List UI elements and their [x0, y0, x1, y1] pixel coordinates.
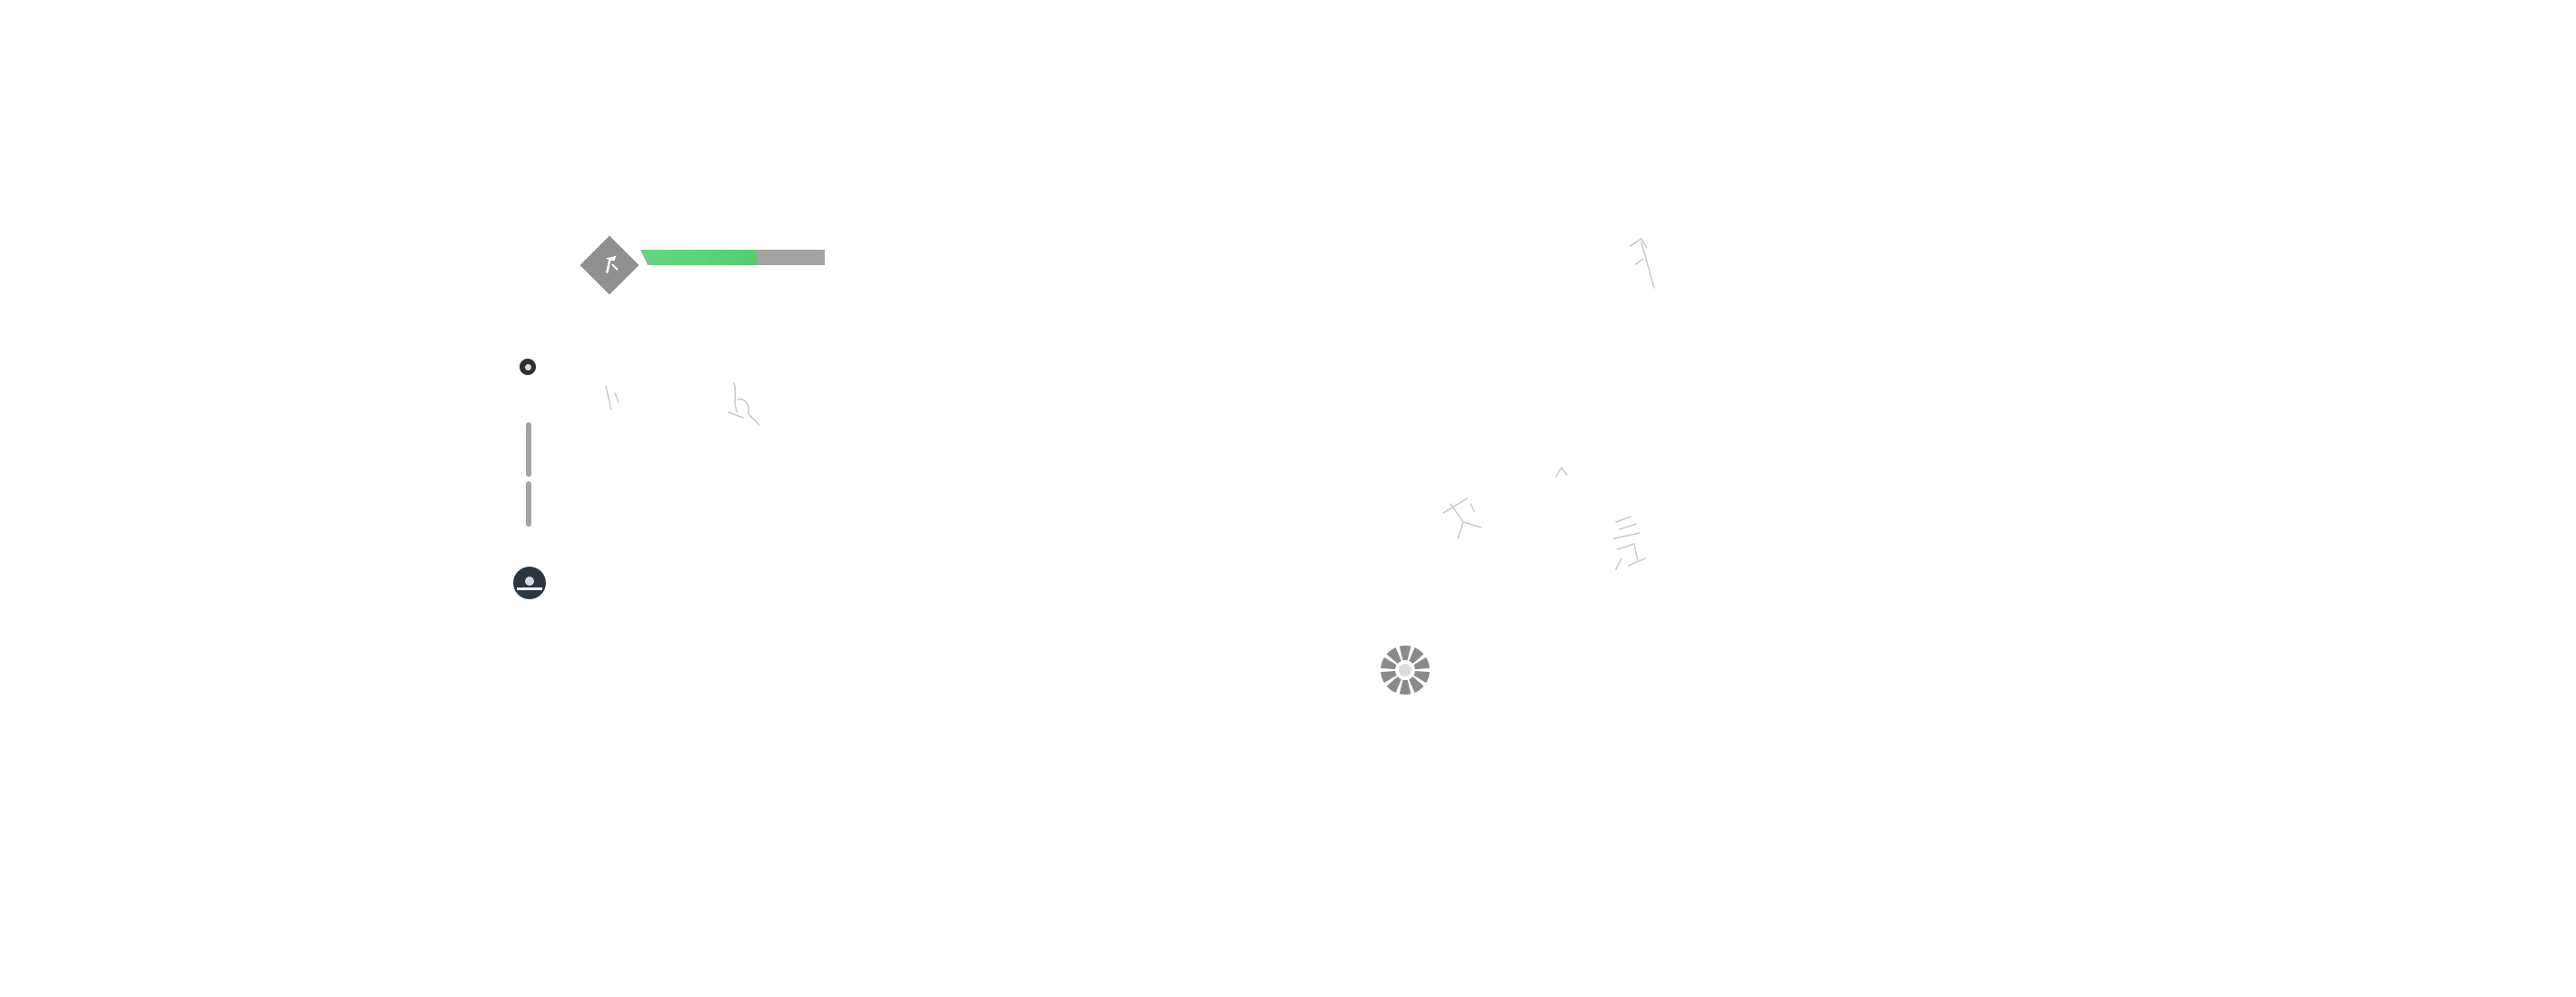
horizon-line [517, 587, 542, 590]
character-emblem [580, 235, 639, 295]
health-bar-fill [640, 250, 757, 265]
compass-petal [1386, 676, 1402, 693]
compass-petal [1413, 656, 1430, 670]
horizon-sun [525, 577, 534, 586]
compass-petal [1399, 646, 1412, 661]
stamina-segment [526, 422, 531, 477]
compass-gear-icon [1379, 644, 1432, 696]
compass-petal [1399, 679, 1412, 695]
compass-petal [1413, 670, 1430, 684]
compass-petal [1386, 647, 1402, 664]
scene-sketch [1630, 237, 1655, 289]
focus-dot-icon [520, 359, 536, 375]
scene-sketch [1555, 466, 1568, 478]
health-bar [640, 250, 825, 265]
scene-sketch [1613, 516, 1646, 570]
compass-petal [1381, 670, 1397, 684]
scene-sketch [1442, 498, 1482, 539]
compass-hub [1399, 664, 1412, 676]
stamina-segment [526, 481, 531, 527]
scene-sketch [728, 382, 760, 426]
compass-petal [1409, 676, 1424, 693]
axe-icon [589, 244, 630, 286]
compass-petal [1409, 647, 1424, 664]
compass-petal [1381, 656, 1397, 670]
horizon-icon [513, 567, 546, 599]
scene-sketch [605, 385, 619, 410]
